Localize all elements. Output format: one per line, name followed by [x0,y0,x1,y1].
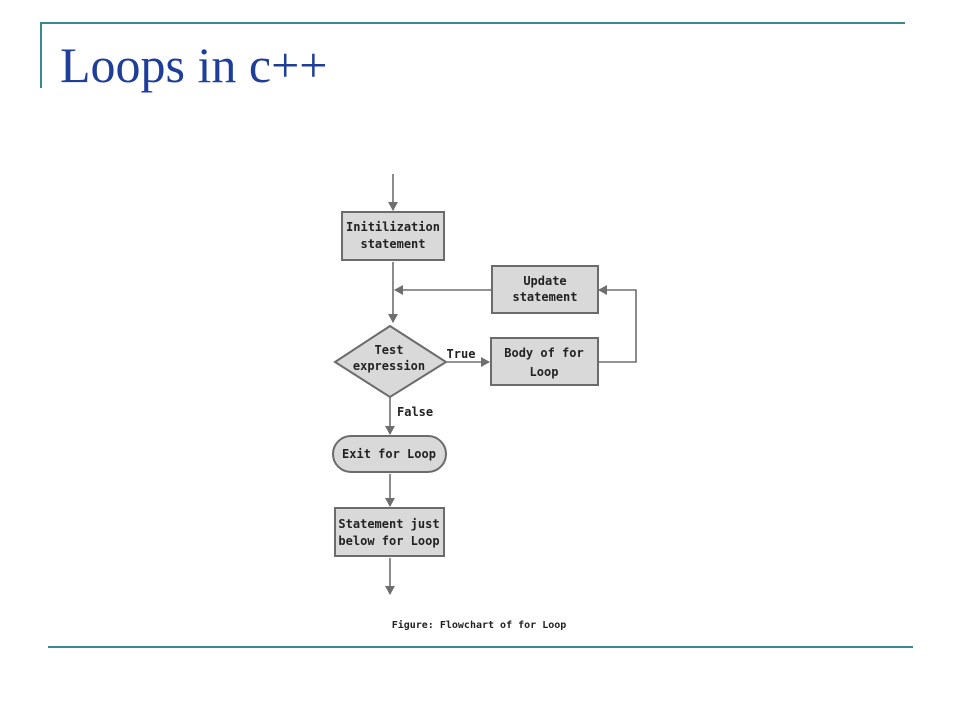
update-label-line2: statement [512,290,577,304]
test-label-line1: Test [375,343,404,357]
bottom-rule [48,646,913,648]
init-label-line1: Initilization [346,220,440,234]
init-node [341,211,445,261]
test-label-line2: expression [353,359,425,373]
true-label: True [447,347,476,361]
body-label-line2: Loop [530,365,559,379]
update-label-line1: Update [523,274,566,288]
exit-label: Exit for Loop [342,447,436,461]
body-to-update-arrow [598,285,637,363]
after-node [334,507,445,557]
after-label-line2: below for Loop [338,534,439,548]
after-label-line1: Statement just [338,517,439,531]
init-label-line2: statement [360,237,425,251]
left-rule [40,22,42,88]
exit-node [332,435,447,473]
body-node [490,337,599,386]
top-rule [40,22,905,24]
test-node [333,324,448,399]
body-label-line1: Body of for [504,346,583,360]
slide-title: Loops in c++ [60,37,328,93]
false-label: False [397,405,433,419]
figure-caption: Figure: Flowchart of for Loop [392,619,567,631]
update-node [491,265,599,314]
